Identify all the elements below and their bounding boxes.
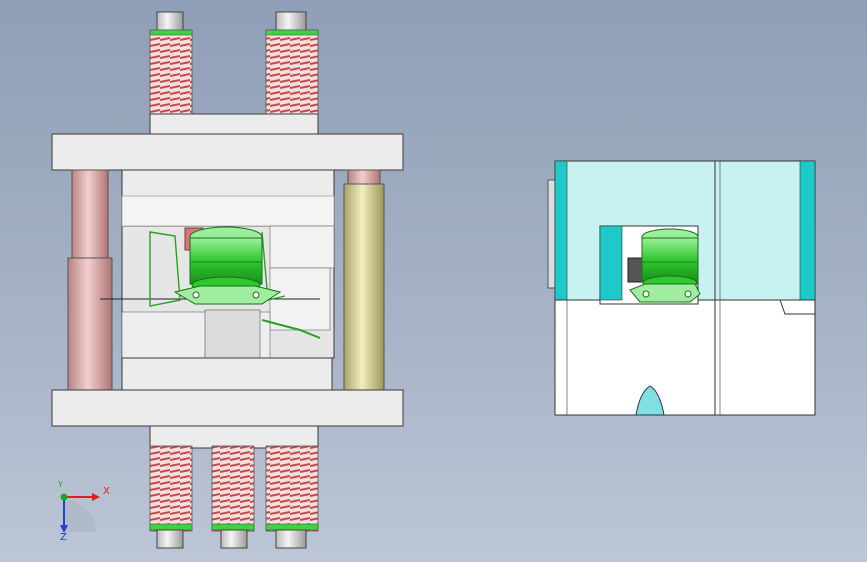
top-spring-assembly-left: [149, 11, 193, 116]
axis-triad[interactable]: [60, 493, 100, 533]
y-axis-indicator: [60, 493, 68, 501]
lower-support-block: [121, 357, 333, 391]
bottom-spring-assembly-center: [211, 445, 255, 549]
y-axis-label: Y: [58, 480, 63, 489]
molded-part-right-view: [629, 228, 701, 303]
left-support-pillar: [67, 169, 113, 391]
bottom-clamp-block: [149, 425, 319, 449]
top-clamp-block: [149, 113, 319, 137]
top-spring-assembly-right: [265, 11, 319, 116]
bottom-spring-assembly-left: [149, 445, 193, 549]
right-guide-post: [343, 169, 385, 391]
bottom-plate: [51, 389, 404, 427]
x-axis-label: X: [103, 486, 110, 497]
mold-core-section: [100, 169, 335, 359]
z-axis-label: Z: [60, 532, 67, 543]
molded-part-left-view: [173, 226, 282, 305]
bottom-spring-assembly-right: [265, 445, 319, 549]
top-plate: [51, 133, 404, 171]
